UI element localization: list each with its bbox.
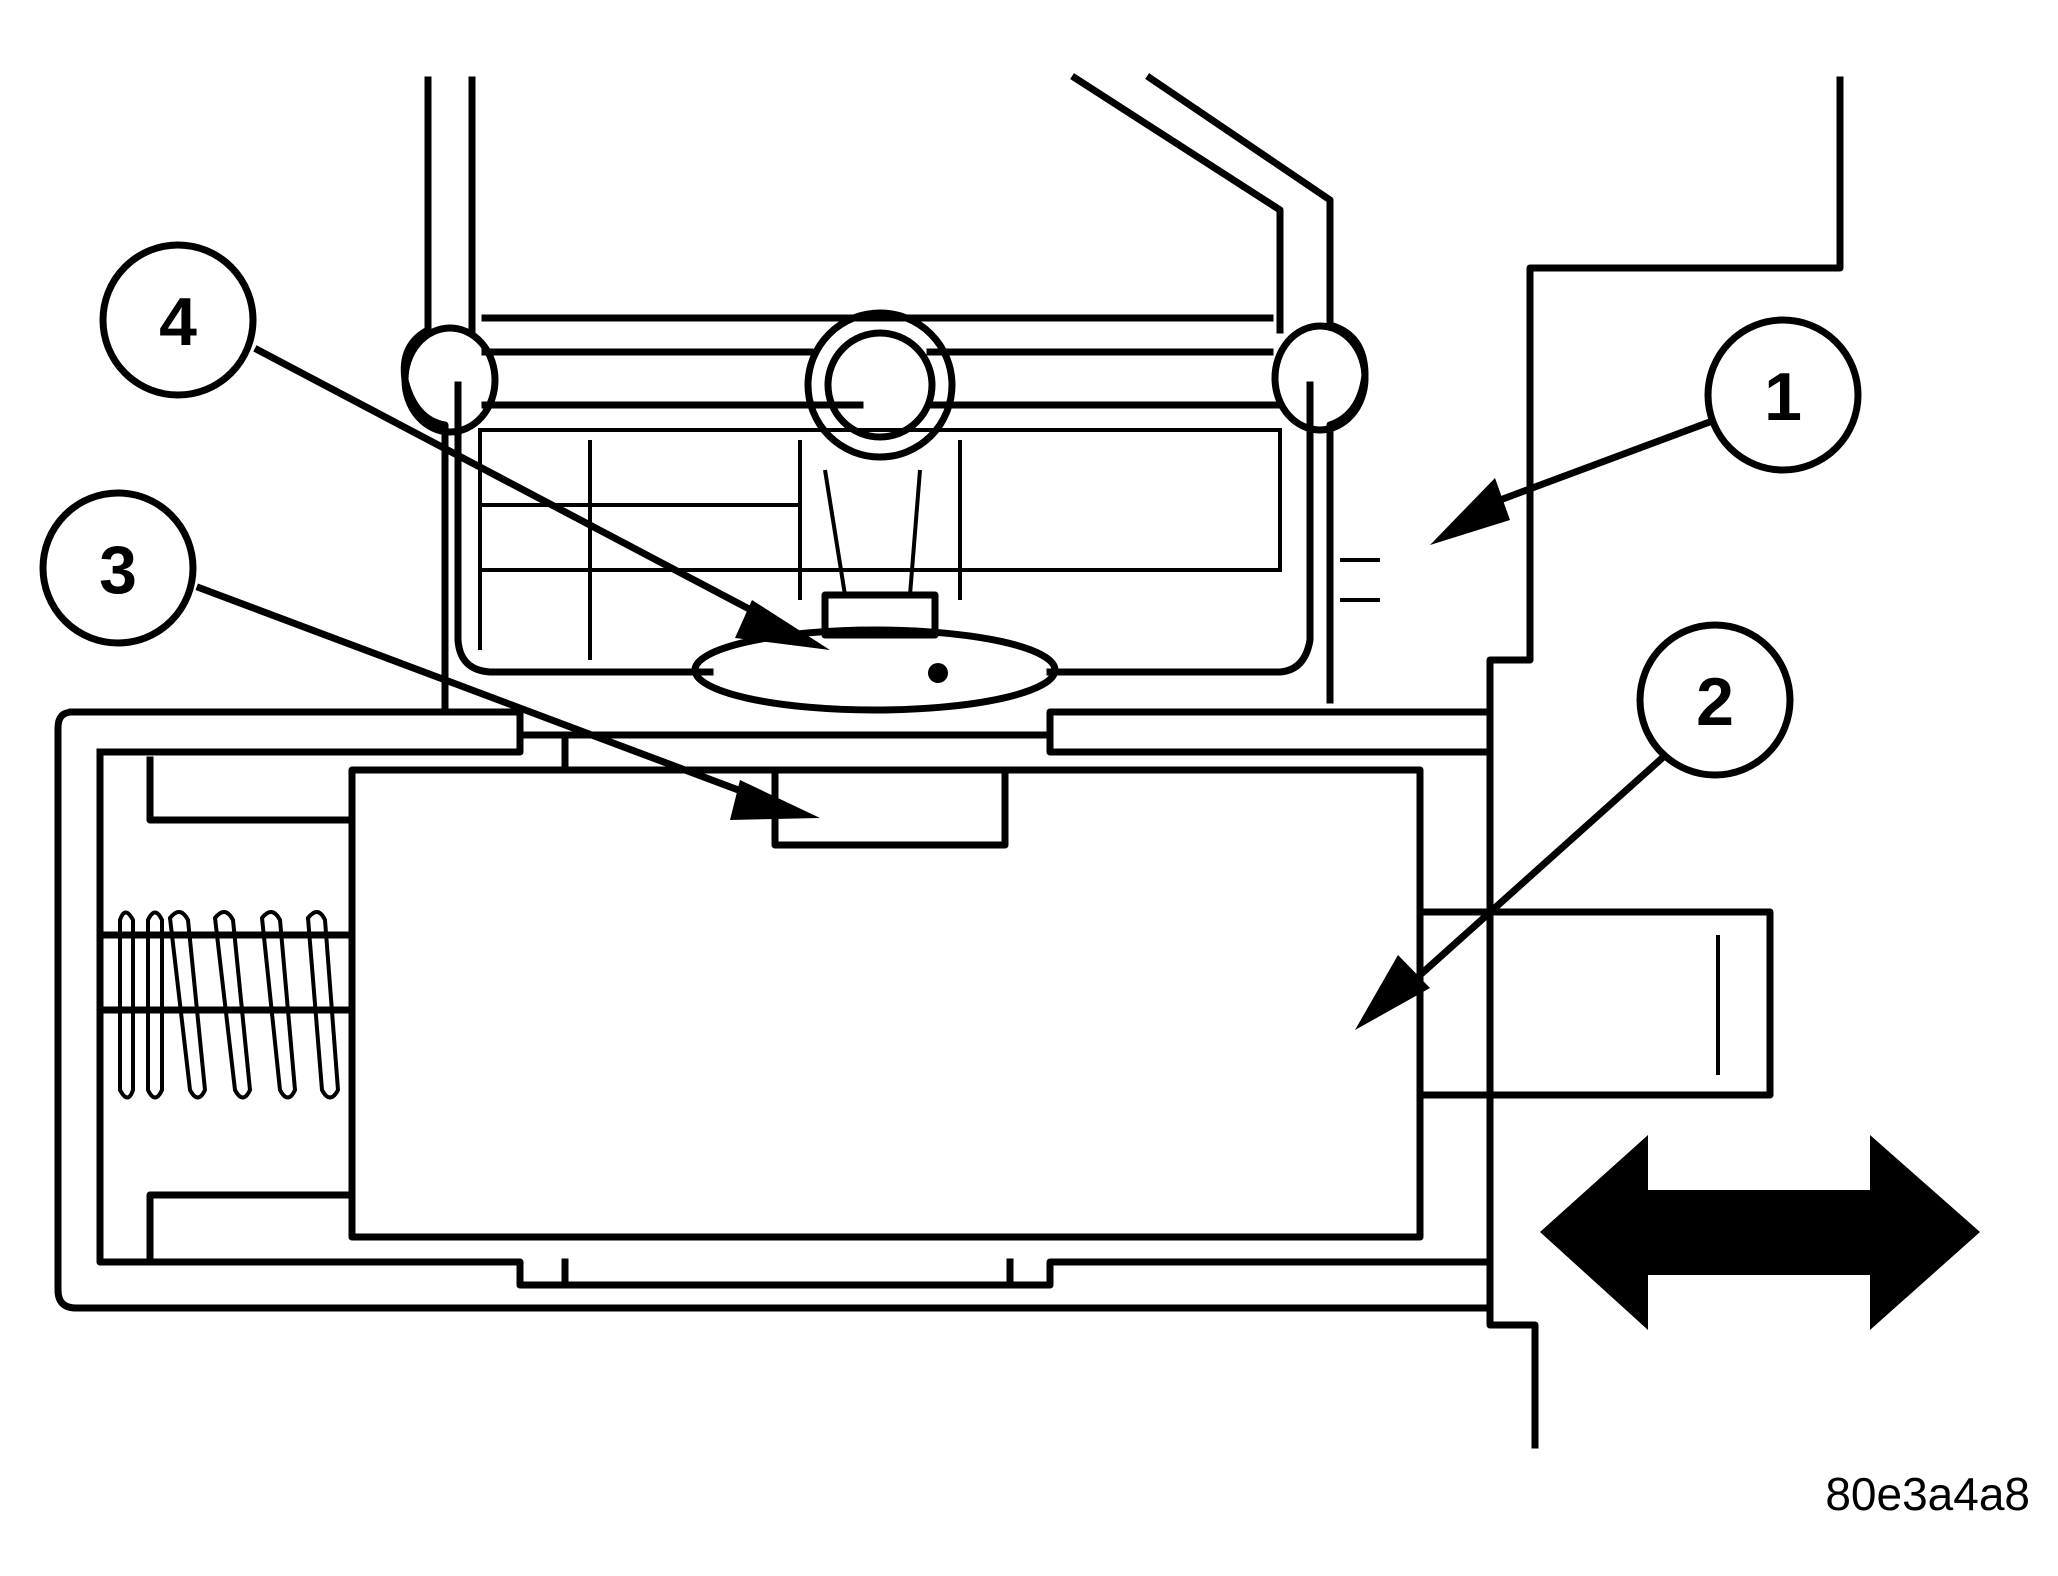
callout-4-label: 4 (159, 284, 197, 360)
upper-linkage (400, 73, 1369, 714)
callout-2: 2 (1636, 621, 1794, 779)
callout-1-label: 1 (1764, 359, 1802, 435)
figure-id: 80e3a4a8 (1825, 1468, 2030, 1520)
right-housing (1340, 76, 1844, 1449)
slider-housing (54, 708, 1774, 1312)
coil-spring-icon (118, 910, 341, 1100)
callout-3-label: 3 (99, 532, 137, 608)
callout-3: 3 (39, 489, 197, 647)
callout-2-label: 2 (1696, 664, 1734, 740)
callout-leaders (195, 345, 1720, 1030)
callout-4: 4 (99, 241, 257, 399)
callout-1: 1 (1704, 316, 1862, 474)
double-headed-arrow-icon (1540, 1135, 1980, 1330)
